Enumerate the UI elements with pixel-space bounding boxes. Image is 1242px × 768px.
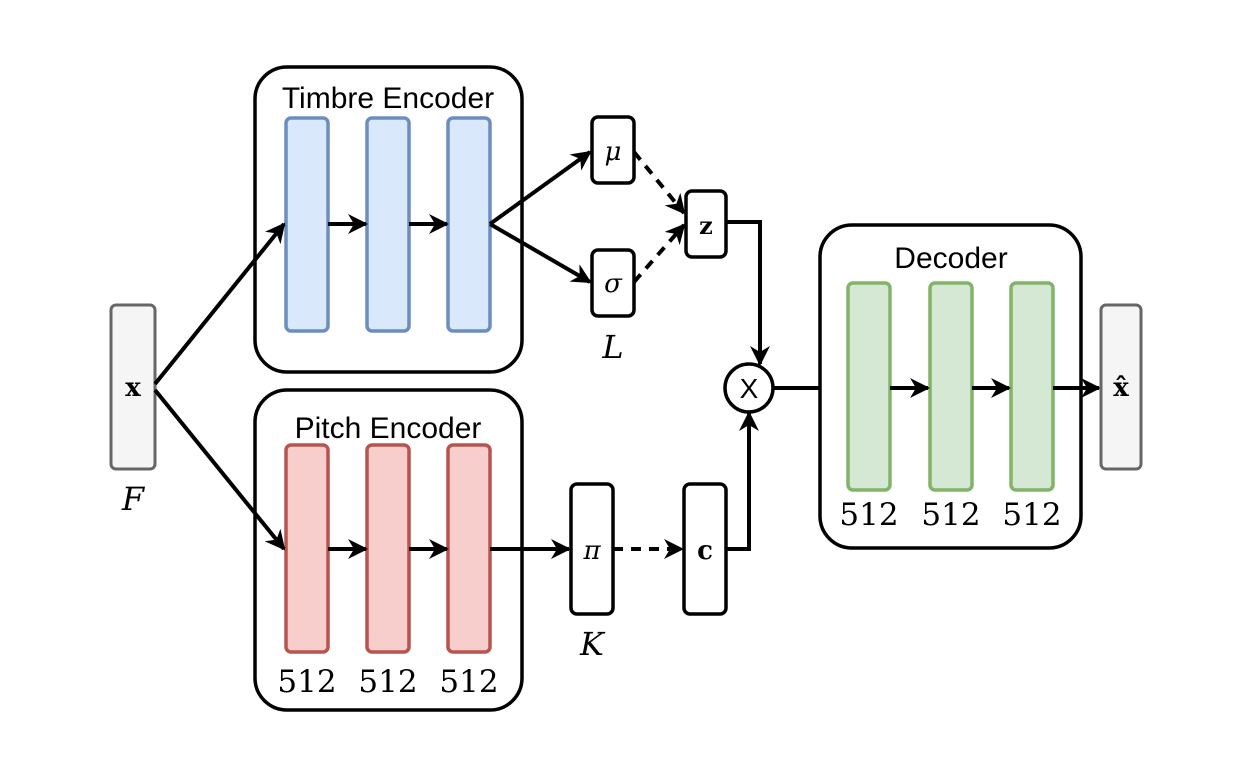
mu-symbol: μ [605,137,622,167]
pitch-layer-2-units: 512 [358,664,417,700]
c-to-combine-arrow [726,411,759,551]
input-x-block [109,303,157,471]
decoder-layer-1-units: 512 [839,497,898,533]
sigma-symbol: σ [604,269,623,299]
z-symbol: z [699,211,713,240]
latent-dim-label: L [601,328,623,366]
c-symbol: c [697,536,713,566]
output-xhat-block [1099,303,1143,471]
pitch-dim-label: K [579,625,606,663]
timbre-to-sigma-arrow [488,222,592,284]
mu-to-z-dashed-arrow [632,150,686,215]
pi-symbol: π [582,536,601,566]
pitch-layer-1 [284,443,330,654]
sigma-to-z-dashed-arrow [632,223,686,284]
input-dim-label: F [121,480,146,518]
pitch-layer-3-units: 512 [439,664,498,700]
timbre-layer-3 [446,116,492,333]
timbre-layer-2 [365,116,411,333]
timbre-encoder-title: Timbre Encoder [282,82,494,115]
decoder-layer-3 [1009,281,1055,492]
sigma-block [590,248,636,318]
decoder-layer-2 [928,281,974,492]
input-to-timbre-arrow [153,222,286,386]
timbre-to-mu-arrow [488,150,592,226]
combine-symbol: X [740,373,759,404]
pitch-layer-2 [365,443,411,654]
decoder-title: Decoder [894,242,1007,275]
input-to-pitch-arrow [153,388,286,551]
input-x-symbol: x [125,373,141,403]
mu-block [590,115,636,185]
decoder-layer-2-units: 512 [921,497,980,533]
pitch-layer-1-units: 512 [277,664,336,700]
pitch-layer-3 [446,443,492,654]
output-xhat-symbol: x̂ [1113,373,1129,403]
timbre-layer-1 [284,116,330,333]
z-to-combine-arrow [726,220,770,366]
decoder-layer-1 [846,281,892,492]
decoder-layer-3-units: 512 [1002,497,1061,533]
pitch-encoder-title: Pitch Encoder [295,412,482,445]
